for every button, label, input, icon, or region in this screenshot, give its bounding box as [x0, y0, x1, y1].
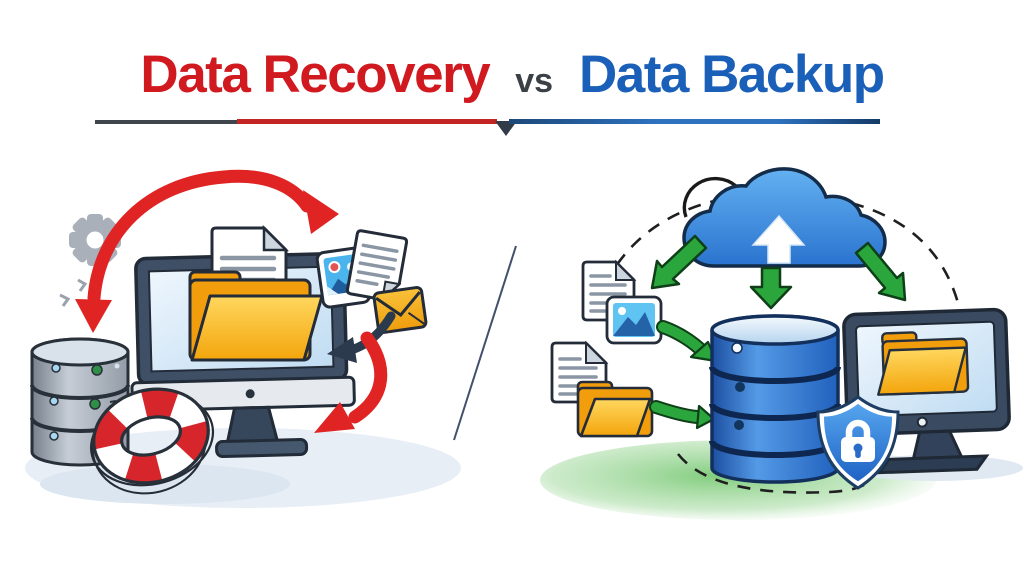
title-data-backup: Data Backup — [579, 45, 885, 104]
divider-center-arrow-icon — [495, 121, 517, 136]
monitor-icon — [842, 307, 1011, 475]
backup-down-arrow-icons — [650, 234, 907, 310]
panel-separator-line — [453, 245, 517, 441]
recovery-arc-arrow-icon — [75, 169, 339, 333]
recovery-return-arrow-icon — [314, 331, 388, 433]
ground-shadow-inner — [40, 464, 290, 504]
debris-marks — [59, 278, 88, 307]
screen-folder-icon — [877, 331, 970, 396]
lifebuoy-icon — [89, 387, 215, 495]
green-arrow-center-icon — [749, 266, 793, 310]
image-file-icon — [605, 295, 663, 345]
upload-arrow-icon — [751, 214, 806, 264]
dashed-sync-path — [614, 197, 960, 304]
backup-transfer-arrow-icons — [649, 320, 718, 430]
camera-dot-icon — [245, 389, 255, 399]
divider-blue-segment — [509, 119, 880, 124]
database-icon — [709, 314, 841, 484]
recovery-panel — [25, 169, 461, 508]
dashed-sync-path-bottom — [676, 453, 865, 494]
backup-panel — [540, 167, 1023, 520]
camera-dot-icon — [916, 416, 928, 428]
divider-dark-segment — [95, 120, 238, 124]
shield-lock-icon — [816, 395, 900, 490]
green-arrow-right-icon — [854, 241, 907, 302]
cloud-icon — [682, 167, 887, 268]
folder-icon — [576, 380, 654, 438]
sync-arc-icon — [682, 176, 738, 218]
green-arrow-left-icon — [650, 234, 708, 290]
divider-red-segment — [237, 119, 497, 124]
title-data-recovery: Data Recovery — [140, 45, 490, 104]
screen-folder-icon — [188, 270, 324, 362]
title-vs: vs — [515, 62, 554, 100]
title-bar: Data Recovery vs Data Backup — [0, 44, 1024, 105]
